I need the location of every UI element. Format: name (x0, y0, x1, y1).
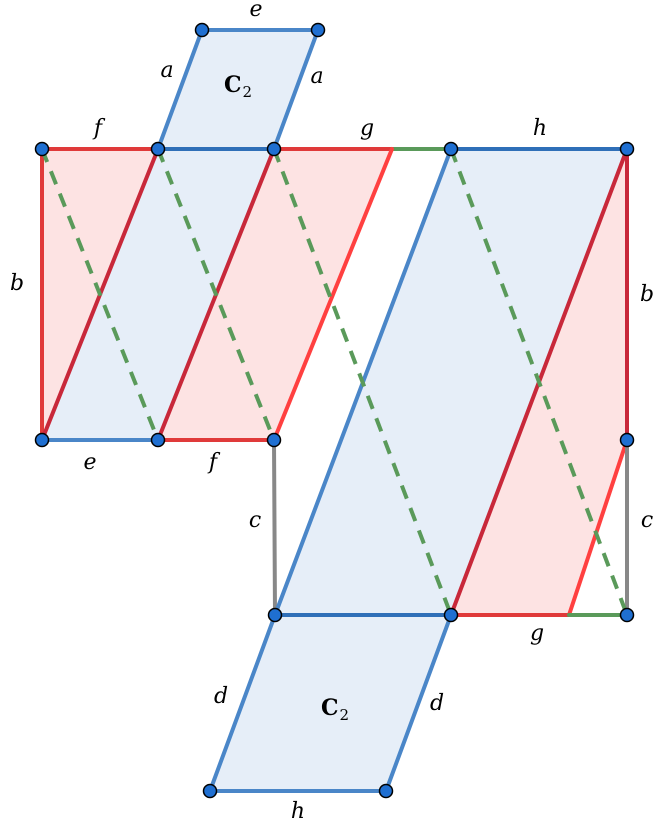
label-d-right: d (430, 691, 444, 716)
dash-diag-1 (40, 148, 160, 441)
label-c2-bottom-sub: 2 (340, 706, 350, 724)
vertex (267, 607, 283, 623)
label-c2-top-main: C (224, 72, 242, 98)
label-c2-top: C2 (224, 72, 252, 101)
dash-diag-2 (156, 148, 276, 441)
edge-c-left (272, 438, 277, 617)
label-g-top: g (360, 116, 374, 141)
label-c2-bottom: C2 (321, 695, 349, 724)
label-e-bottom: e (83, 450, 96, 475)
label-g-bottom: g (530, 621, 544, 646)
label-c2-top-sub: 2 (243, 83, 253, 101)
vertex (619, 607, 635, 623)
vertex (150, 141, 166, 157)
label-d-left: d (214, 684, 228, 709)
label-h-top: h (533, 116, 547, 141)
vertex (150, 432, 166, 448)
vertex (619, 141, 635, 157)
dash-diag-3 (272, 148, 453, 616)
vertex (202, 783, 218, 799)
c2-bottom-face (210, 615, 451, 791)
vertex (378, 783, 394, 799)
diag-red-3 (272, 147, 394, 442)
vertex (194, 22, 210, 38)
vertex (34, 432, 50, 448)
label-c-left: c (249, 508, 261, 533)
edge-d-left (208, 613, 277, 793)
label-a-right: a (310, 64, 323, 89)
edge-right-red-short (567, 438, 629, 617)
blue-strip-left (42, 149, 274, 440)
vertex (443, 141, 459, 157)
dashed-diagonals (40, 148, 629, 616)
label-e-top: e (249, 0, 262, 22)
vertices (34, 22, 635, 799)
edge-c2-top-a-left (156, 28, 204, 151)
vertex (34, 141, 50, 157)
fills (42, 30, 627, 791)
label-a-left: a (160, 58, 173, 83)
edge-d-right (384, 613, 453, 793)
label-f-bottom: f (207, 450, 221, 475)
dash-diag-4 (449, 148, 629, 616)
label-f-top: f (92, 116, 106, 141)
blue-large-strip (275, 149, 627, 615)
vertex (619, 432, 635, 448)
vertex (266, 141, 282, 157)
label-h-bottom: h (291, 799, 305, 824)
vertex (266, 432, 282, 448)
edge-c2-top-a-right (272, 28, 320, 151)
vertex (443, 607, 459, 623)
label-b-left: b (10, 271, 24, 296)
c2-top-face (158, 30, 318, 149)
label-c2-bottom-main: C (321, 695, 339, 721)
vertex (310, 22, 326, 38)
label-c-right: c (641, 508, 653, 533)
label-b-right: b (640, 282, 654, 307)
